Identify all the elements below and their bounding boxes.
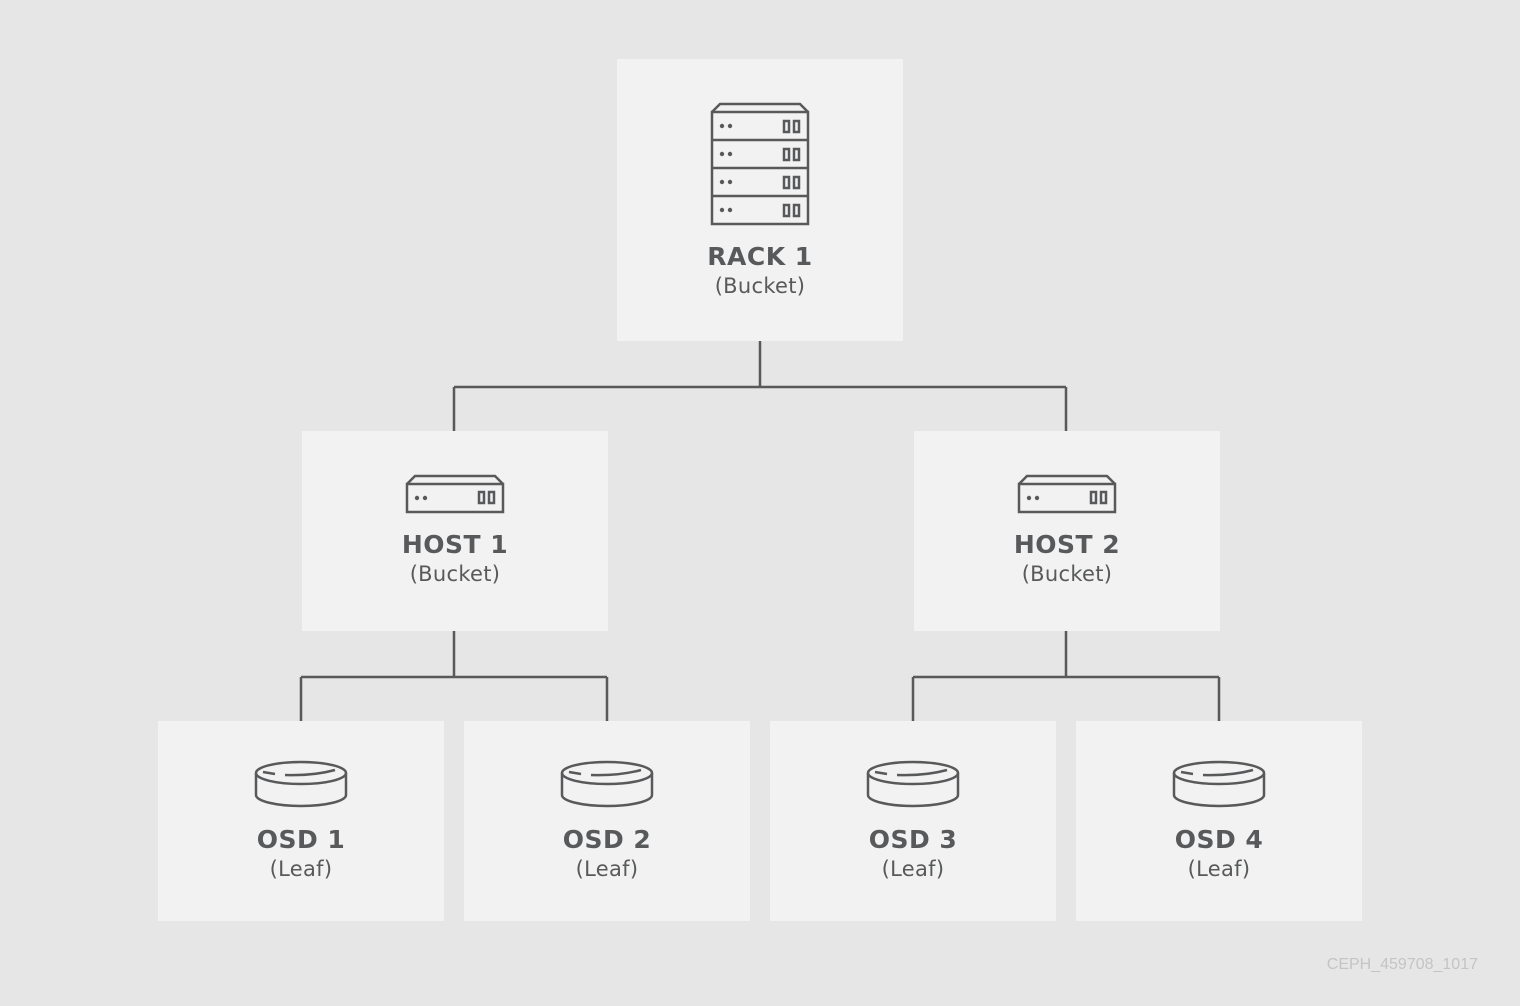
osd-title: OSD 3 [868,825,958,854]
osd-subtitle: (Leaf) [269,857,333,881]
osd-subtitle: (Leaf) [575,857,639,881]
host-subtitle: (Bucket) [409,562,501,586]
osd-node: OSD 1 (Leaf) [158,721,444,921]
osd-node: OSD 2 (Leaf) [464,721,750,921]
osd-title: OSD 2 [562,825,652,854]
osd-title: OSD 4 [1174,825,1264,854]
disk-icon [559,759,655,813]
rack-title: RACK 1 [707,242,813,271]
osd-subtitle: (Leaf) [881,857,945,881]
osd-subtitle: (Leaf) [1187,857,1251,881]
host-subtitle: (Bucket) [1021,562,1113,586]
image-id-watermark: CEPH_459708_1017 [1326,956,1478,973]
server-rack-icon [710,102,810,230]
disk-icon [1171,759,1267,813]
host-node: HOST 1 (Bucket) [302,431,608,631]
rack-node: RACK 1 (Bucket) [617,59,903,341]
osd-node: OSD 4 (Leaf) [1076,721,1362,921]
host-title: HOST 2 [1013,530,1121,559]
host-title: HOST 1 [401,530,509,559]
osd-node: OSD 3 (Leaf) [770,721,1056,921]
rack-subtitle: (Bucket) [714,274,806,298]
osd-title: OSD 1 [256,825,346,854]
host-node: HOST 2 (Bucket) [914,431,1220,631]
disk-icon [253,759,349,813]
disk-icon [865,759,961,813]
server-host-icon [1017,474,1117,518]
server-host-icon [405,474,505,518]
